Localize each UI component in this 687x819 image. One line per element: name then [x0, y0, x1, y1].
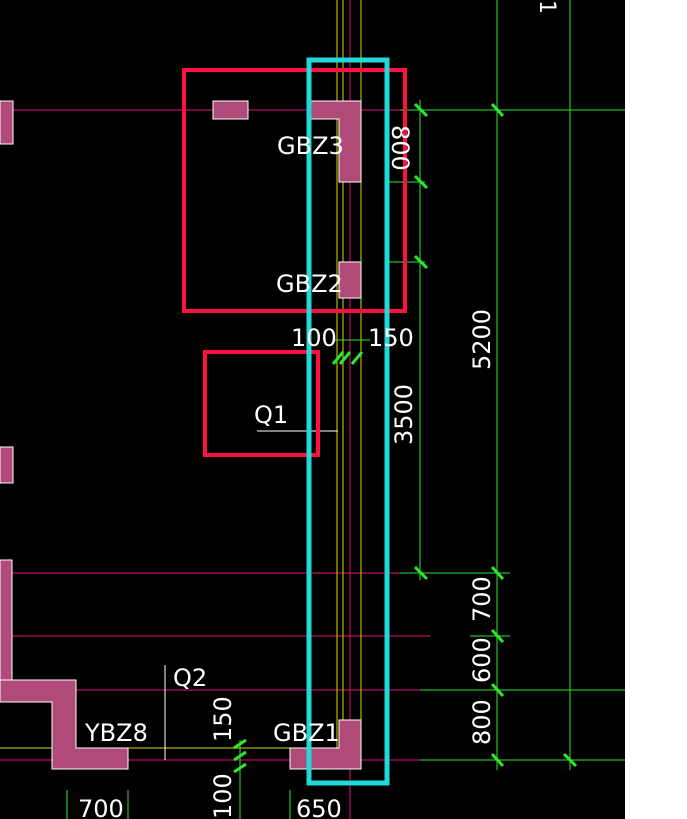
tick-mark [413, 174, 429, 190]
dim-800-top: 800 [386, 125, 414, 171]
label-gbz2: GBZ2 [276, 270, 343, 298]
dim-700-bottom: 700 [78, 795, 124, 819]
label-gbz1: GBZ1 [273, 719, 340, 747]
tick-mark [331, 351, 345, 365]
label-q1: Q1 [254, 401, 288, 429]
column-left-edge [0, 446, 14, 484]
cad-drawing: GBZ3 GBZ2 GBZ1 YBZ8 Q1 Q2 800 100 150 52… [0, 0, 625, 819]
markup-cyan-column [306, 57, 390, 786]
tick-mark [413, 565, 429, 581]
tick-mark [233, 762, 247, 774]
tick-mark [233, 738, 247, 750]
label-q2: Q2 [173, 664, 207, 692]
tick-mark [562, 752, 578, 768]
columns [0, 100, 362, 770]
tick-mark [490, 102, 505, 118]
column-left-edge [0, 559, 13, 681]
tick-mark [490, 682, 505, 698]
leader-lines [164, 430, 338, 760]
dim-150-bottom: 150 [209, 696, 237, 742]
tick-mark [490, 628, 505, 644]
markup-box-q1 [203, 350, 320, 457]
markup-box-gbz [182, 68, 407, 313]
dim-3500: 3500 [390, 384, 418, 445]
tick-mark [338, 351, 352, 365]
label-gbz3: GBZ3 [277, 132, 344, 160]
tick-mark [490, 752, 505, 768]
dim-650: 650 [296, 795, 342, 819]
tick-mark [413, 102, 429, 118]
dim-150-mid: 150 [368, 324, 414, 352]
tick-mark [350, 351, 364, 365]
tick-mark [233, 750, 247, 762]
dim-100: 100 [291, 324, 337, 352]
tick-mark [490, 565, 505, 581]
drawing-background [0, 0, 625, 819]
label-ybz8: YBZ8 [84, 719, 148, 747]
column-left-edge [0, 100, 14, 145]
dim-700-right: 700 [468, 576, 496, 622]
dim-1-top: 1 [534, 0, 559, 14]
column-gbz3-left-arm [212, 100, 249, 120]
dim-600: 600 [468, 637, 496, 683]
tick-mark [413, 254, 429, 270]
dim-100-bottom: 100 [209, 773, 237, 819]
dim-800-bottom: 800 [468, 699, 496, 745]
column-ybz8 [0, 679, 129, 770]
dim-5200: 5200 [468, 309, 496, 370]
markup-red [182, 68, 407, 457]
column-gbz2 [338, 261, 362, 299]
